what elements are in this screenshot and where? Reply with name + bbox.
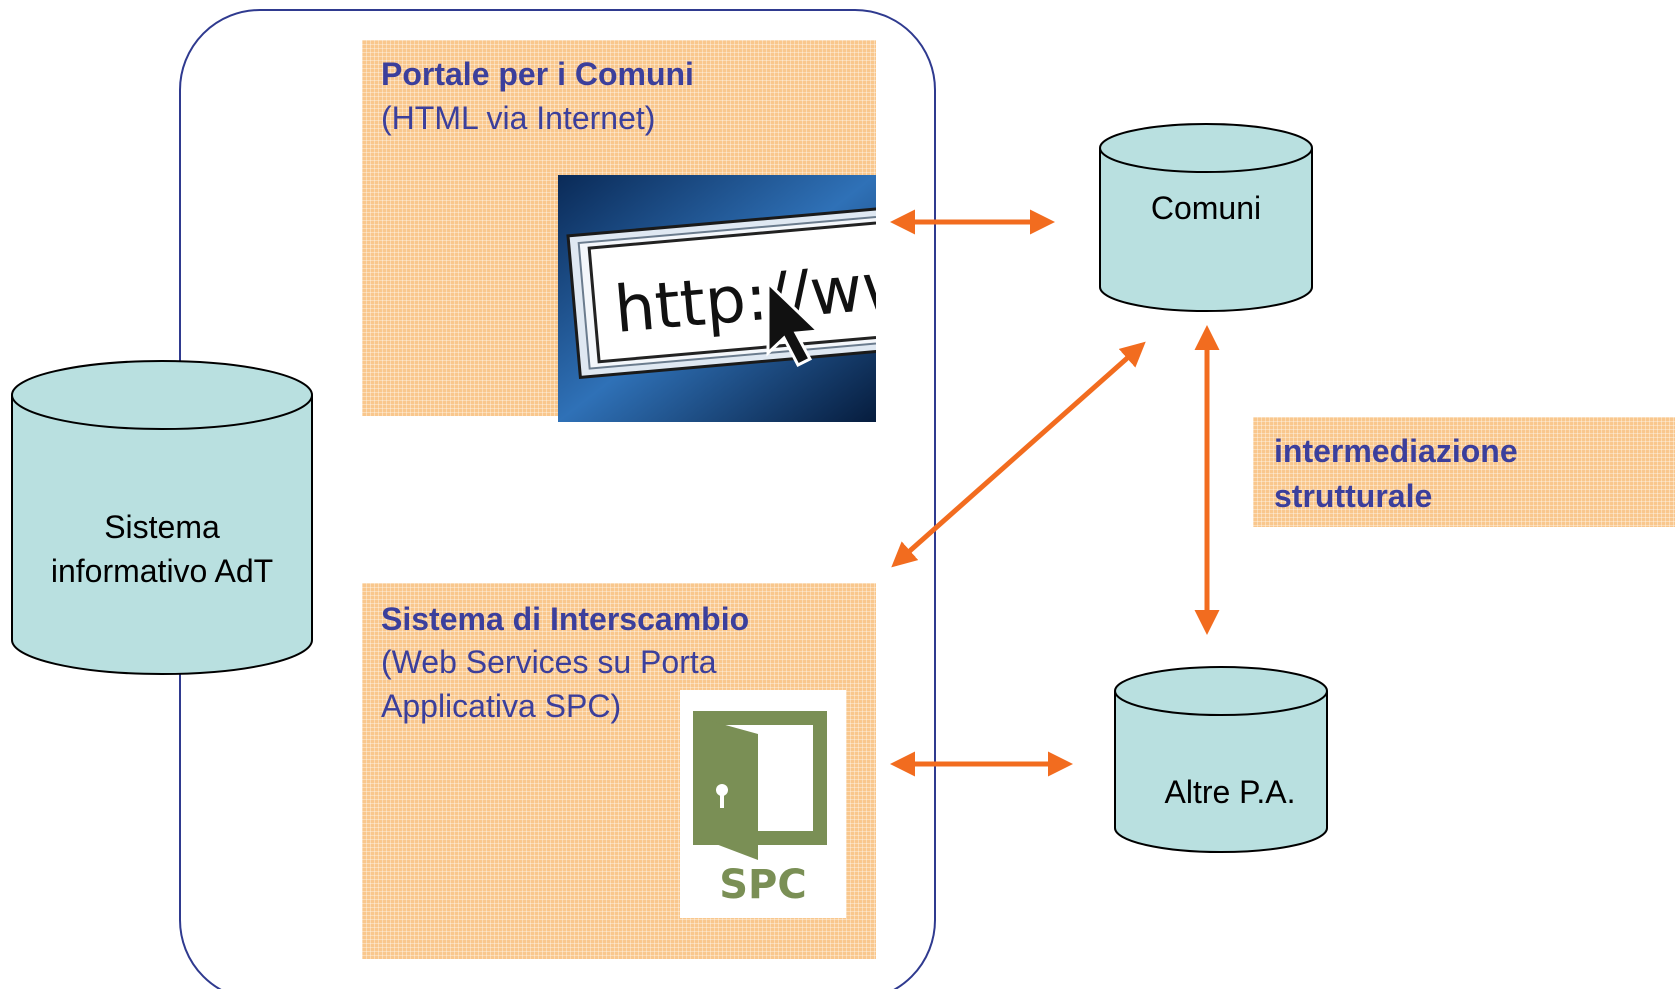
altre-pa-label: Altre P.A.: [1164, 774, 1296, 810]
intermediazione-line1: intermediazione: [1274, 433, 1518, 469]
interscambio-title: Sistema di Interscambio: [381, 601, 750, 637]
interscambio-subtitle-line2: Applicativa SPC): [381, 688, 622, 724]
altre-pa-database-cylinder: [1114, 666, 1328, 853]
cursor-icon: [766, 279, 822, 368]
adt-label-line1: Sistema: [104, 509, 220, 545]
spc-logo-text: SPC: [719, 862, 806, 908]
web-url-image: http://www: [558, 175, 876, 422]
adt-database-cylinder: [11, 360, 313, 675]
intermediazione-line2: strutturale: [1274, 478, 1433, 514]
arrow-comuni-interscambio: [891, 341, 1146, 568]
adt-label-line2: informativo AdT: [50, 553, 274, 589]
comuni-database-cylinder: [1099, 123, 1313, 312]
intermediazione-box: [1253, 417, 1675, 527]
interscambio-subtitle-line1: (Web Services su Porta: [381, 644, 717, 680]
portale-title: Portale per i Comuni: [381, 56, 694, 92]
door-icon: [693, 711, 827, 860]
portale-subtitle: (HTML via Internet): [381, 100, 656, 136]
comuni-label: Comuni: [1150, 190, 1262, 226]
spc-logo: SPC: [680, 690, 846, 918]
